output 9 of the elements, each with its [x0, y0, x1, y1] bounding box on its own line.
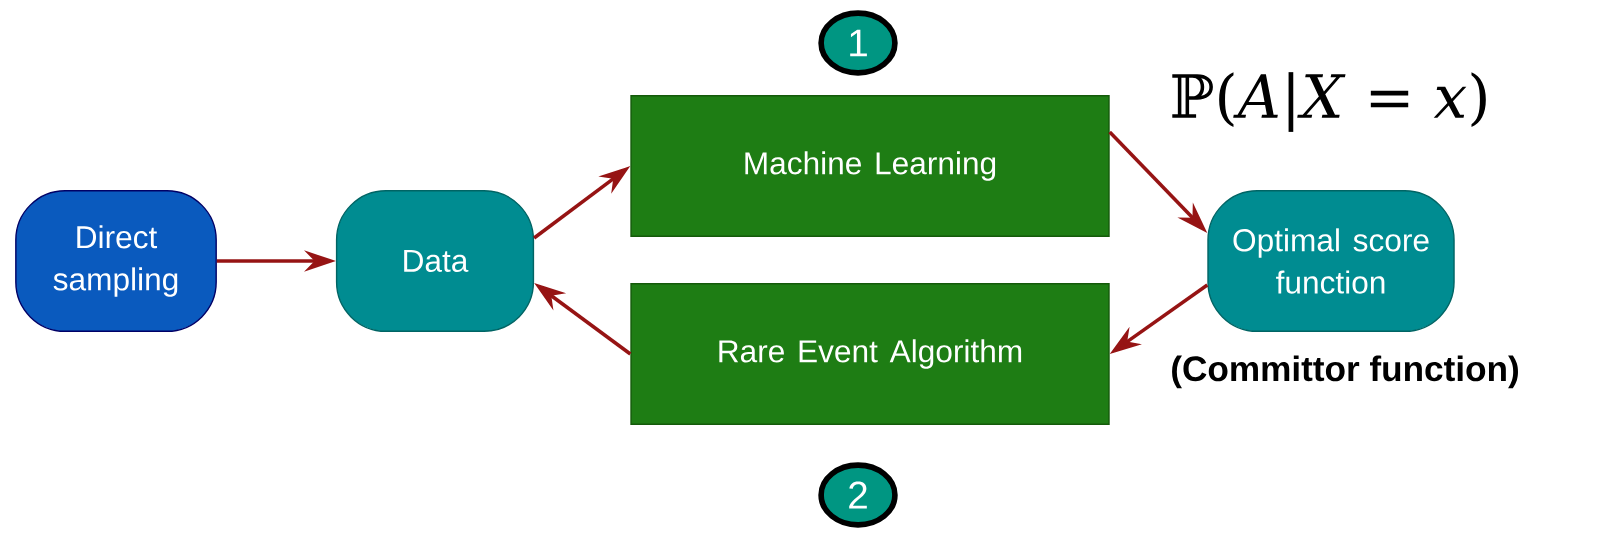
caption-text: (Committor function)	[1172, 355, 1518, 389]
step-number-badge: 2	[818, 462, 898, 528]
process-box: Rare Event Algorithm	[630, 283, 1110, 425]
process-box: Optimal score function	[1207, 190, 1455, 332]
process-box: Machine Learning	[630, 95, 1110, 237]
process-box: Data	[335, 190, 535, 332]
process-box: Direct sampling	[15, 190, 217, 332]
probability-formula: ℙ(A|X = x)	[1172, 72, 1486, 132]
step-number-badge: 1	[818, 10, 898, 76]
